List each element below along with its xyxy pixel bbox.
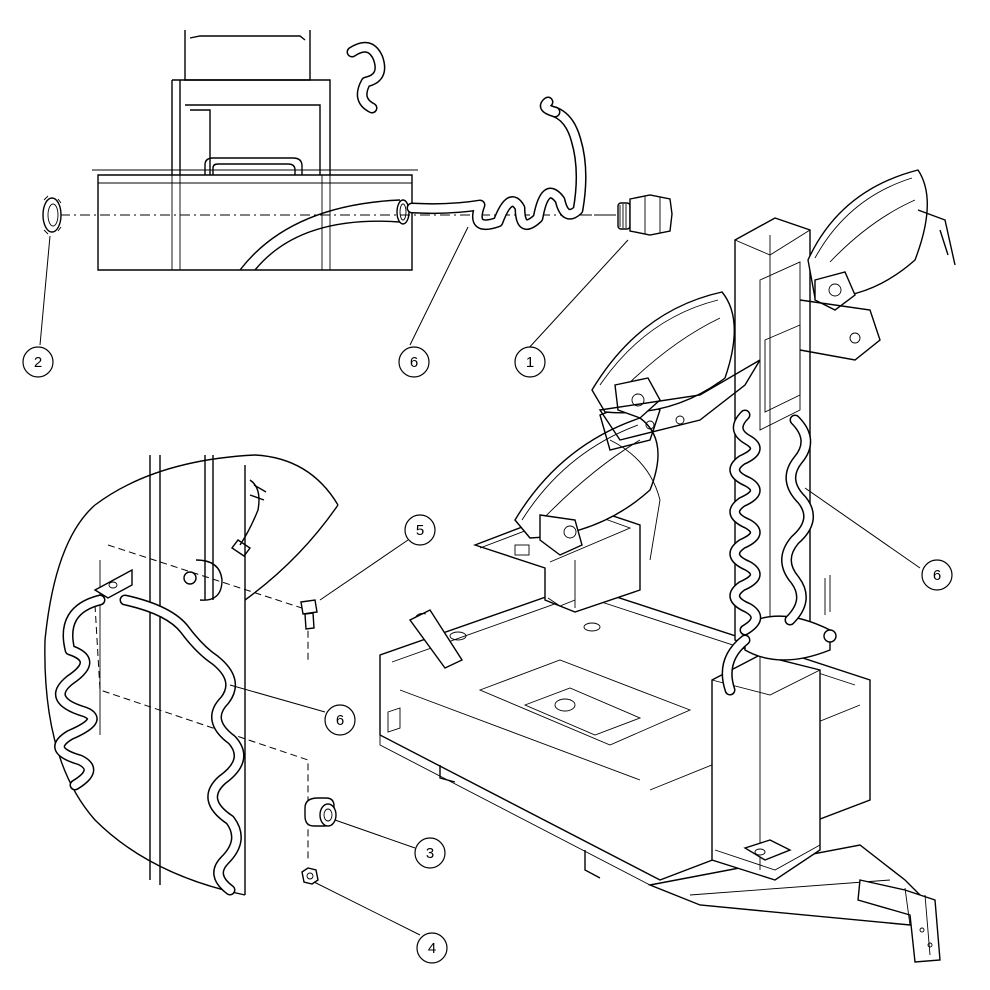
- callout-6-zoom: 6: [324, 704, 356, 736]
- coiled-cable-mast: [721, 409, 815, 696]
- callout-6-zoom-label: 6: [336, 712, 344, 729]
- cable-gland-part: [617, 194, 673, 236]
- coiled-cable-top: [406, 96, 615, 231]
- callout-4: 4: [416, 932, 448, 964]
- callout-1: 1: [514, 346, 546, 378]
- callout-6-right: 6: [921, 559, 953, 591]
- callout-3: 3: [414, 837, 446, 869]
- callout-5: 5: [404, 514, 436, 546]
- floodlight-middle: [591, 291, 761, 441]
- callout-2-label: 2: [34, 354, 42, 371]
- callout-1-label: 1: [526, 354, 534, 371]
- floodlight-upper: [799, 169, 956, 361]
- cable-break-symbol: [346, 41, 386, 114]
- callout-4-label: 4: [428, 940, 436, 957]
- callout-6-top: 6: [398, 346, 430, 378]
- top-detail-enclosure: [92, 30, 418, 271]
- callout-6-top-label: 6: [410, 354, 418, 371]
- bolt-part: [300, 599, 318, 630]
- callout-5-label: 5: [416, 522, 424, 539]
- leader-lines: [39, 226, 921, 936]
- nut-part: [301, 867, 319, 885]
- locknut-part: [42, 195, 62, 235]
- callout-2: 2: [22, 346, 54, 378]
- zoom-detail: [44, 454, 339, 896]
- floodlights: [514, 169, 956, 561]
- callout-3-label: 3: [426, 845, 434, 862]
- cable-clamp-part: [304, 797, 337, 827]
- callout-6-right-label: 6: [933, 567, 941, 584]
